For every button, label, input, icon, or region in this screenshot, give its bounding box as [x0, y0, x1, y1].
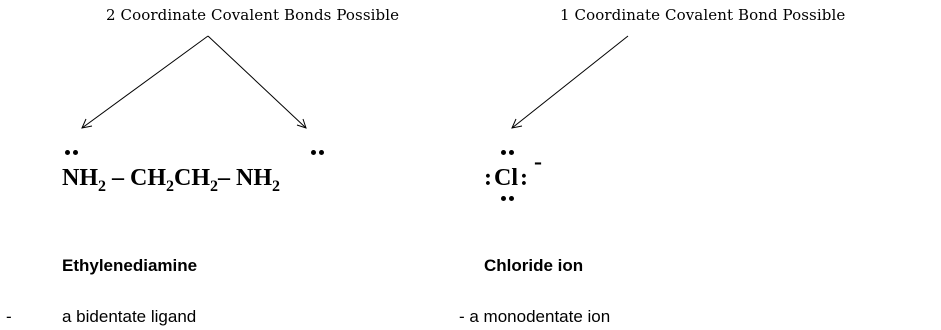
nitrogen-2: N [236, 165, 254, 191]
arrowhead-n1 [81, 118, 93, 129]
lone-pair-dot [311, 150, 316, 155]
arrowhead-n2 [296, 118, 307, 129]
chloride-description: - a monodentate ion [459, 307, 611, 326]
arrowhead-cl [511, 118, 523, 129]
arrow-right-to-cl [511, 35, 629, 129]
lone-pair-dot [509, 150, 514, 155]
lone-pair-dot [509, 196, 514, 201]
bond-1: – [106, 165, 131, 191]
negative-charge: - [534, 149, 542, 175]
annotation-monodentate: 1 Coordinate Covalent Bond Possible [560, 6, 846, 24]
methylene-1: CH [130, 165, 167, 191]
methylene-2: CH [174, 165, 211, 191]
chloride-name: Chloride ion [484, 256, 584, 275]
nitrogen-1: N [62, 165, 80, 191]
hydrogen-1: H [79, 165, 99, 191]
ethylenediamine-description: a bidentate ligand [62, 307, 197, 326]
chloride-formula: :Cl:- [484, 150, 542, 191]
ethylenediamine-formula: NH2 – CH2CH2– NH2 [62, 165, 280, 195]
subscript-2: 2 [166, 178, 175, 195]
arrow-left-to-n1 [81, 35, 209, 129]
bond-2: – [218, 165, 237, 191]
subscript-1: 2 [98, 178, 107, 195]
lone-pair-dot [73, 150, 78, 155]
lone-pair-right: : [520, 165, 528, 191]
chlorine-symbol: Cl [494, 165, 518, 191]
ethylenediamine-name: Ethylenediamine [62, 256, 198, 275]
lone-pair-dot [501, 196, 506, 201]
subscript-4: 2 [272, 178, 281, 195]
lone-pair-dot [319, 150, 324, 155]
annotation-bidentate: 2 Coordinate Covalent Bonds Possible [106, 6, 400, 24]
arrow-left-to-n2 [207, 35, 307, 129]
lone-pair-left: : [484, 165, 492, 191]
hydrogen-2: H [253, 165, 273, 191]
ethylenediamine-bullet: - [6, 307, 12, 326]
lone-pair-dot [501, 150, 506, 155]
subscript-3: 2 [210, 178, 219, 195]
lone-pair-dot [65, 150, 70, 155]
